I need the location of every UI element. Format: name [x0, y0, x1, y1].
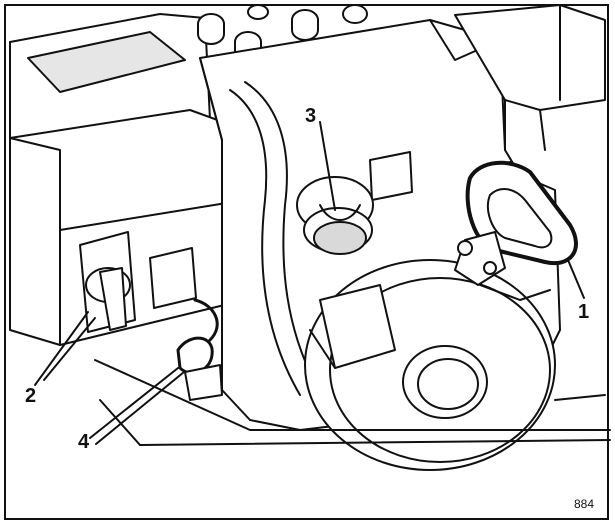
- leader-lines: [34, 121, 585, 445]
- callout-3: 3: [305, 105, 317, 127]
- loop-part: [176, 298, 223, 401]
- callout-2: 2: [25, 385, 37, 407]
- rotary-switch: [85, 267, 131, 331]
- gear-cover: [454, 4, 606, 151]
- callout-4: 4: [78, 431, 90, 453]
- top-bolts: [197, 4, 368, 63]
- base-frame: [94, 359, 611, 446]
- recoil-starter: [304, 259, 556, 471]
- control-box-lower: [9, 109, 246, 346]
- starter-handle: [454, 160, 578, 301]
- callout-1: 1: [578, 301, 590, 323]
- figure-number: 884: [574, 497, 595, 511]
